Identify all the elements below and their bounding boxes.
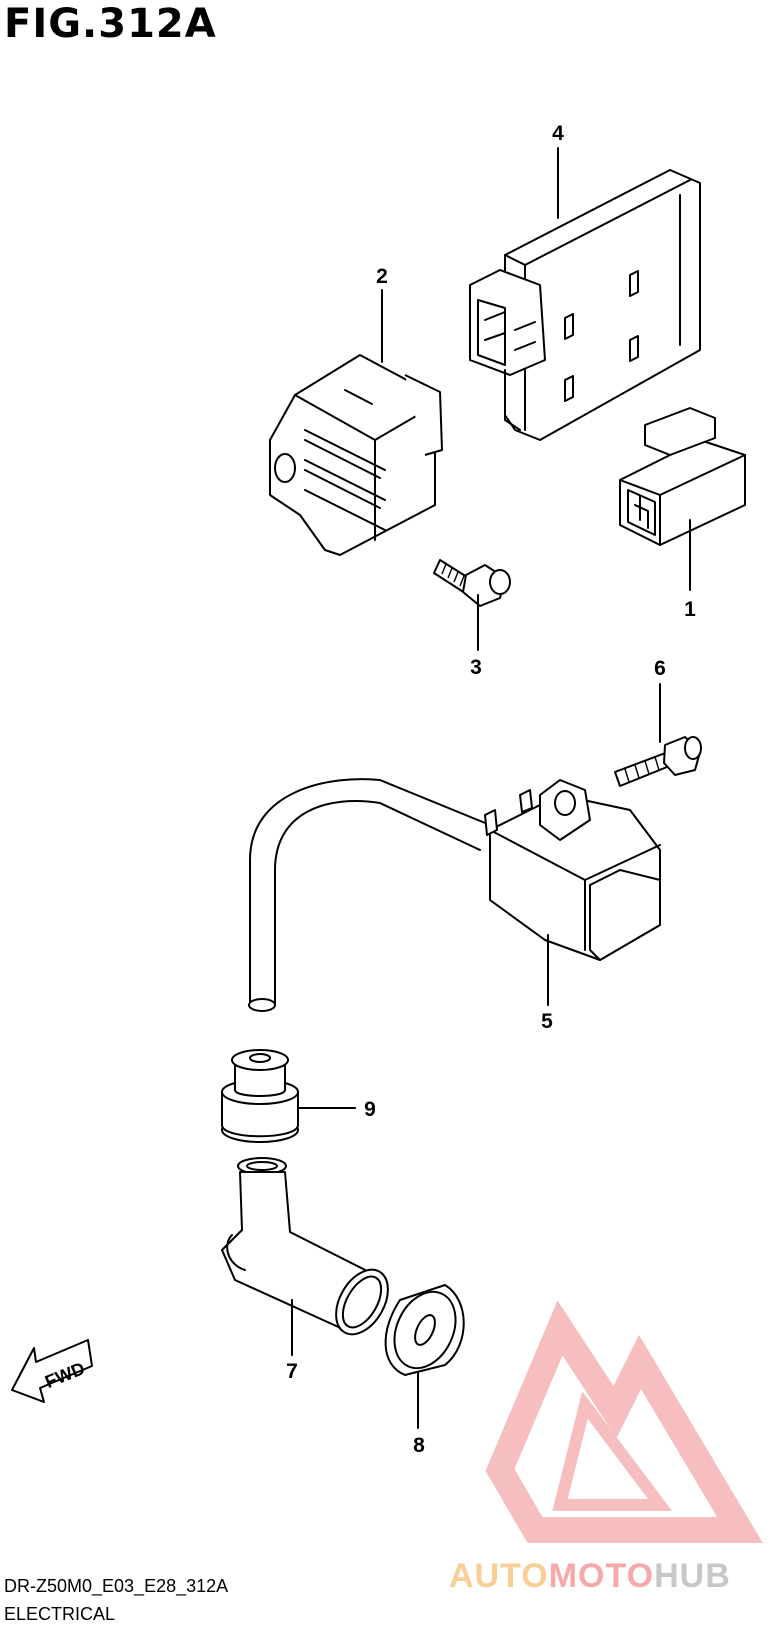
callout-2: 2 <box>376 265 388 288</box>
callout-3: 3 <box>470 656 482 679</box>
leader-lines <box>291 147 691 1429</box>
part-4-cdi-unit <box>469 169 701 441</box>
part-9-grommet <box>221 1049 299 1143</box>
callout-numbers: 4 2 1 3 6 5 9 7 8 <box>286 122 696 1457</box>
part-6-bolt <box>614 736 702 787</box>
callout-7: 7 <box>286 1360 298 1383</box>
fwd-arrow-icon: FWD <box>11 1339 93 1403</box>
watermark-auto: AUTO <box>449 1557 549 1595</box>
callout-1: 1 <box>684 598 696 621</box>
watermark-logo-icon <box>485 1300 763 1543</box>
figure-code: DR-Z50M0_E03_E28_312A <box>4 1576 229 1596</box>
callout-9: 9 <box>364 1098 376 1121</box>
figure-title: FIG.312A <box>4 1 217 47</box>
part-2-regulator <box>269 354 443 556</box>
part-8-seal <box>384 1284 465 1376</box>
part-3-bolt <box>433 559 511 607</box>
section-label: ELECTRICAL <box>4 1604 116 1624</box>
watermark-moto: MOTO <box>548 1557 655 1595</box>
watermark-hub: HUB <box>654 1557 731 1595</box>
callout-5: 5 <box>541 1010 553 1033</box>
part-7-plug-cap <box>221 1157 389 1336</box>
callout-4: 4 <box>552 122 564 145</box>
callout-8: 8 <box>413 1434 425 1457</box>
callout-6: 6 <box>654 657 666 680</box>
part-1-coupler <box>619 407 746 546</box>
watermark-text: AUTOMOTOHUB <box>449 1558 731 1594</box>
part-5-ignition-coil <box>248 778 661 1012</box>
